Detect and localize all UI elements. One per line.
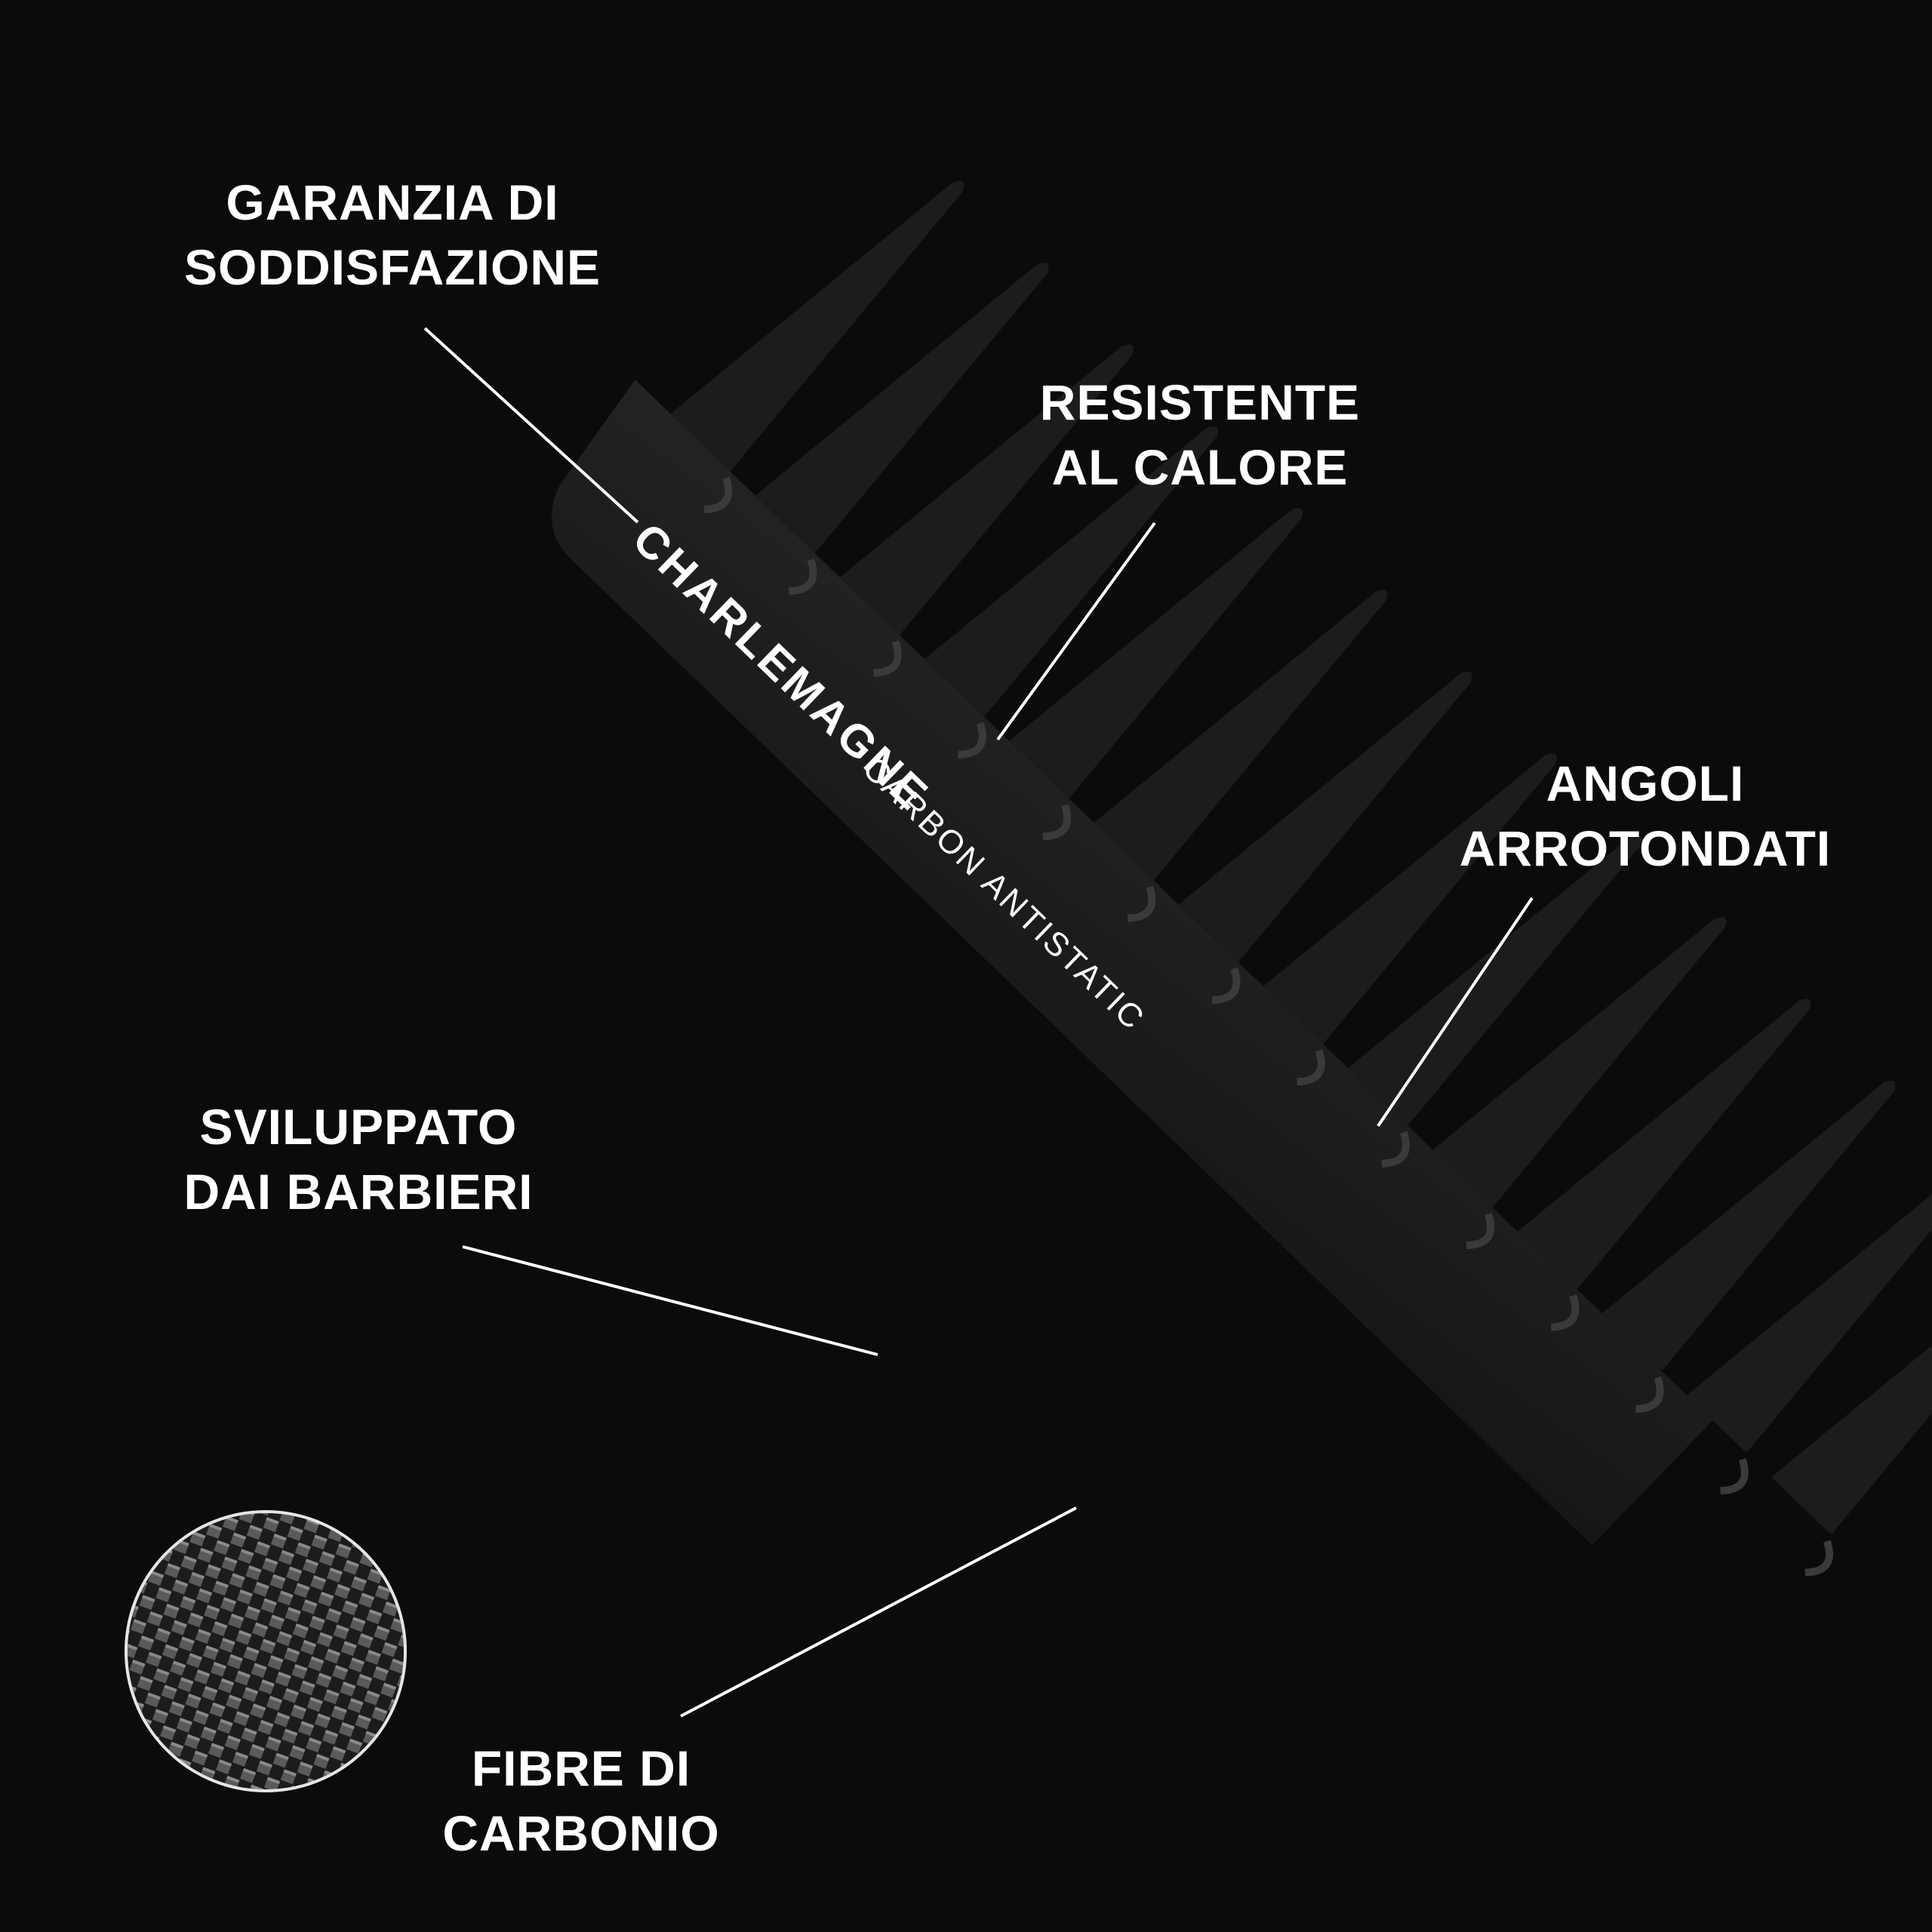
comb-tooth [1601, 1080, 1896, 1371]
comb-tooth [1094, 589, 1388, 881]
comb-tooth-highlight [1804, 1540, 1834, 1577]
comb-tooth [1771, 1244, 1932, 1535]
callout-text: DAI BARBIERI [183, 1164, 534, 1220]
comb-tooth-highlight [873, 640, 902, 677]
callout-text: CARBONIO [442, 1805, 720, 1861]
comb-tooth-highlight [1720, 1458, 1749, 1495]
comb-teeth [670, 180, 1932, 1577]
callout-text: AL CALORE [1051, 439, 1349, 495]
callout-text: FIBRE DI [471, 1740, 691, 1796]
comb-tooth [670, 180, 964, 472]
leader-lines [423, 327, 1534, 1718]
callout-developed-by-barbers: SVILUPPATO DAI BARBIERI [151, 1094, 566, 1224]
comb-tooth-highlight [1550, 1294, 1580, 1331]
callout-carbon-fibre: FIBRE DI CARBONIO [408, 1736, 755, 1866]
comb-tooth [1517, 998, 1811, 1290]
comb-tooth [1263, 753, 1557, 1044]
comb-tooth [1009, 508, 1303, 799]
comb-tooth-highlight [788, 558, 817, 595]
comb-tooth-highlight [703, 476, 733, 513]
leader-line-garanzia [423, 327, 639, 524]
leader-line-fibre [680, 1506, 1077, 1718]
comb-tooth-highlight [1635, 1376, 1664, 1413]
callout-text: ARROTONDATI [1459, 820, 1832, 876]
comb-tooth-highlight [1297, 1049, 1325, 1086]
comb-tooth [1178, 672, 1472, 962]
comb-tooth [755, 263, 1049, 554]
comb-spine [552, 380, 1713, 1546]
callout-text: ANGOLI [1546, 755, 1745, 811]
comb-tooth-highlight [1127, 885, 1156, 922]
callout-text: SVILUPPATO [199, 1099, 518, 1155]
leader-line-resistente [996, 521, 1156, 741]
comb-tooth [1432, 917, 1727, 1208]
leader-line-sviluppato [462, 1245, 878, 1356]
comb-tooth-highlight [1381, 1131, 1410, 1168]
comb: CHARLEMAGNE CARBON ANTISTATIC [552, 180, 1932, 1577]
callout-text: SODDISFAZIONE [183, 239, 601, 295]
callout-text: GARANZIA DI [226, 174, 559, 230]
callout-rounded-corners: ANGOLI ARROTONDATI [1419, 751, 1872, 881]
leader-line-angoli [1377, 897, 1534, 1128]
callout-heat-resistant: RESISTENTE AL CALORE [1011, 370, 1389, 500]
comb-tooth-highlight [958, 721, 986, 758]
comb-tooth [1687, 1162, 1932, 1454]
callout-satisfaction-guarantee: GARANZIA DI SODDISFAZIONE [166, 170, 619, 300]
comb-tooth [924, 426, 1218, 717]
comb-tooth-highlight [1042, 804, 1072, 841]
carbon-fibre-swatch [125, 1510, 407, 1792]
comb-tooth [1348, 835, 1642, 1126]
comb-tooth-highlight [1466, 1213, 1495, 1250]
comb-tooth [839, 344, 1134, 635]
comb-tooth-highlight [1212, 967, 1241, 1004]
callout-text: RESISTENTE [1039, 374, 1361, 430]
